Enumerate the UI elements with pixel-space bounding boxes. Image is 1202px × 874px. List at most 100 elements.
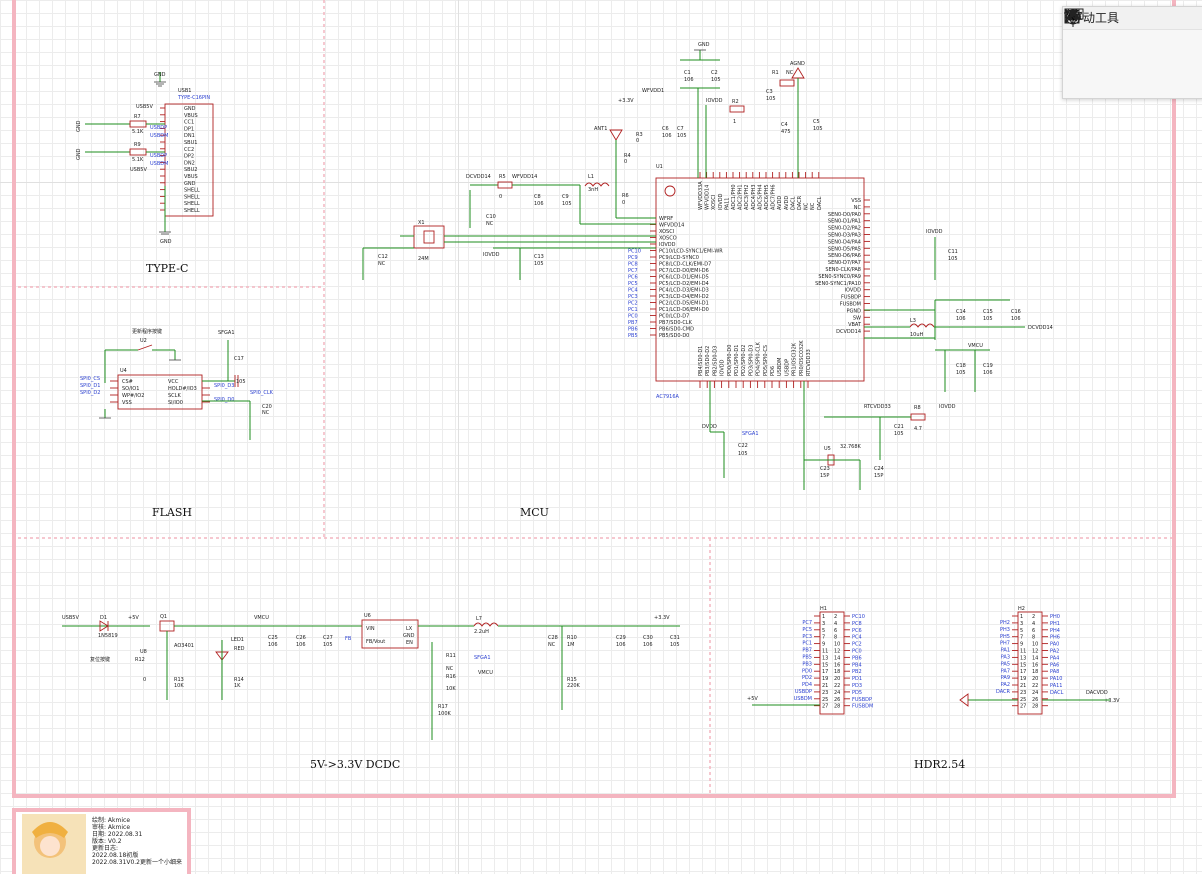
- mcu-pin-right: SEN0-D6/PA6: [828, 253, 861, 259]
- h1-net-right: PB4: [852, 662, 862, 668]
- typec-pin: SBU1: [184, 140, 197, 146]
- mcu-pin-bottom: PB2/SD0-D3: [712, 346, 718, 376]
- typec-connector[interactable]: USB1 TYPE-C16PIN GNDVBUSCC1DP1DN1SBU1CC2…: [76, 72, 214, 245]
- no-connect-tool-button[interactable]: [1064, 8, 1179, 96]
- mcu-net-left: PC9: [628, 255, 638, 261]
- c15-ref: C15: [983, 309, 993, 315]
- ground-tool-button[interactable]: [1066, 9, 1151, 64]
- h2-pin-num: 2: [1032, 614, 1035, 620]
- mcu-pin-left: WFRF: [659, 216, 673, 222]
- h1-net-right: PB6: [852, 655, 862, 661]
- mcu-pin-bottom: PB4/SD0-D1: [698, 346, 704, 376]
- c3-val: 105: [766, 96, 776, 102]
- h1-net-left: PC7: [802, 620, 812, 626]
- h1-net-left: PB3: [802, 661, 812, 667]
- net-wfvdd14: WFVDD14: [512, 174, 537, 180]
- mcu-net-left: PB5: [628, 333, 638, 339]
- c22-ref: C22: [738, 443, 748, 449]
- r8-ref: R8: [914, 405, 921, 411]
- h2-pin-num: 11: [1020, 649, 1026, 655]
- dcdc-circuit[interactable]: USB5V D1 1N5819 +5V Q1 AO3401 VMCU R13 1…: [62, 613, 680, 740]
- mcu-net-left: PC1: [628, 307, 638, 313]
- vcc-tool-button[interactable]: VCC: [1065, 10, 1095, 64]
- h2-pin-num: 19: [1020, 676, 1026, 682]
- signal-ground-tool-button[interactable]: [1065, 9, 1202, 64]
- typec-usb5v-bot: USB5V: [130, 167, 147, 173]
- h1-pin-num: 13: [822, 655, 828, 661]
- mcu-chip[interactable]: U1 AC7916A WFRFWFVDD14XOSCIXOSCOIOVDDPC1…: [628, 164, 870, 400]
- typec-gnd-top: GND: [154, 72, 166, 78]
- c21-val: 105: [894, 431, 904, 437]
- r13-ref: R13: [174, 677, 184, 683]
- c29-ref: C29: [616, 635, 626, 641]
- mcu-pin-left: PC1/LCD-D6/EMI-D0: [659, 307, 709, 313]
- typec-gnd-bottom: GND: [160, 239, 172, 245]
- flash-pin-right: SCLK: [168, 393, 181, 399]
- h2-pin-num: 5: [1020, 628, 1023, 634]
- junction-tool-button[interactable]: [1064, 9, 1151, 96]
- h1-pin-num: 21: [822, 683, 828, 689]
- typec-usbdp-2: USBDP: [150, 153, 167, 159]
- mcu-pin-bottom: IOVDD: [720, 359, 726, 376]
- c18-ref: C18: [956, 363, 966, 369]
- h2-pin-num: 16: [1032, 662, 1038, 668]
- mcu-net-left: PC8: [628, 262, 638, 268]
- floating-toolbar[interactable]: 浮动工具 VCC+5VN: [1062, 6, 1202, 99]
- r7-val: 5.1K: [132, 129, 144, 135]
- h2-pin-num: 15: [1020, 662, 1026, 668]
- c31-ref: C31: [670, 635, 680, 641]
- mcu-pin-bottom: PD3/SPI0-D3: [748, 345, 754, 376]
- mcu-pin-bottom: PD2/SPI0-D2: [741, 345, 747, 376]
- mcu-pin-bottom: PD6: [770, 366, 776, 376]
- h1-pin-num: 15: [822, 662, 828, 668]
- l1-val: 3nH: [588, 187, 598, 193]
- r10-val: 1M: [567, 642, 575, 648]
- plus5v-tool-button[interactable]: +5V: [1065, 10, 1123, 64]
- usb1-ref: USB1: [178, 88, 191, 94]
- mcu-pin-top: DACL: [817, 196, 823, 210]
- typec-usbdm-2: USBDM: [150, 161, 168, 167]
- net-iovdd-c13: IOVDD: [483, 252, 500, 258]
- earth-ground-tool-button[interactable]: [1065, 9, 1179, 64]
- u1-ref: U1: [656, 164, 663, 170]
- c21-ref: C21: [894, 424, 904, 430]
- mcu-pin-right: VBAT: [848, 322, 862, 328]
- c14-ref: C14: [956, 309, 966, 315]
- mcu-pin-top: AVDD: [784, 196, 790, 210]
- bus-entry-tool-button[interactable]: [1064, 8, 1202, 96]
- l3-val: 10uH: [910, 332, 924, 338]
- mcu-pin-top: IOVDD: [718, 193, 724, 210]
- net-sfga1-dcdc: SFGA1: [474, 655, 491, 661]
- mcu-net-left: PC2: [628, 301, 638, 307]
- r13-val: 10K: [174, 683, 184, 689]
- mcu-pin-bottom: PD5/SPI0-CS: [763, 345, 769, 376]
- mcu-pin-bottom: PD0/SPI0-D0: [727, 345, 733, 376]
- r8-val: 4.7: [914, 426, 922, 432]
- h2-pin-num: 3: [1020, 621, 1023, 627]
- h2-net-right: PA11: [1050, 683, 1062, 689]
- c27-ref: C27: [323, 635, 333, 641]
- c23-ref: C23: [820, 466, 830, 472]
- mcu-pin-right: SEN0-D5/PA5: [828, 246, 861, 252]
- mcu-left-pins: WFRFWFVDD14XOSCIXOSCOIOVDDPC10/LCD-SYNC1…: [628, 216, 723, 339]
- net-label-tool-button[interactable]: N: [1064, 8, 1123, 96]
- h1-ref: H1: [820, 606, 827, 612]
- c8-ref: C8: [534, 194, 541, 200]
- r16-ref: R16: [446, 674, 456, 680]
- section-dividers: [18, 0, 1172, 796]
- net-port-tool-button[interactable]: [1064, 8, 1095, 96]
- flash-chip[interactable]: U4 CS#SO/IO1WP#/IO2VSSVCCHOLD#/IO3SCLKSI…: [80, 328, 274, 440]
- mcu-net-left: PB7: [628, 320, 638, 326]
- h1-net-right: PD1: [852, 676, 862, 682]
- h2-net-left: PA1: [1001, 648, 1010, 654]
- h2-net-left: PH7: [1000, 641, 1010, 647]
- led1-val: RED: [234, 646, 245, 652]
- c28-ref: C28: [548, 635, 558, 641]
- flash-pin-left: VSS: [122, 400, 132, 406]
- h1-pin-num: 7: [822, 635, 825, 641]
- h2-pin-num: 21: [1020, 683, 1026, 689]
- mcu-pin-top: ADC1/PH0: [731, 184, 737, 210]
